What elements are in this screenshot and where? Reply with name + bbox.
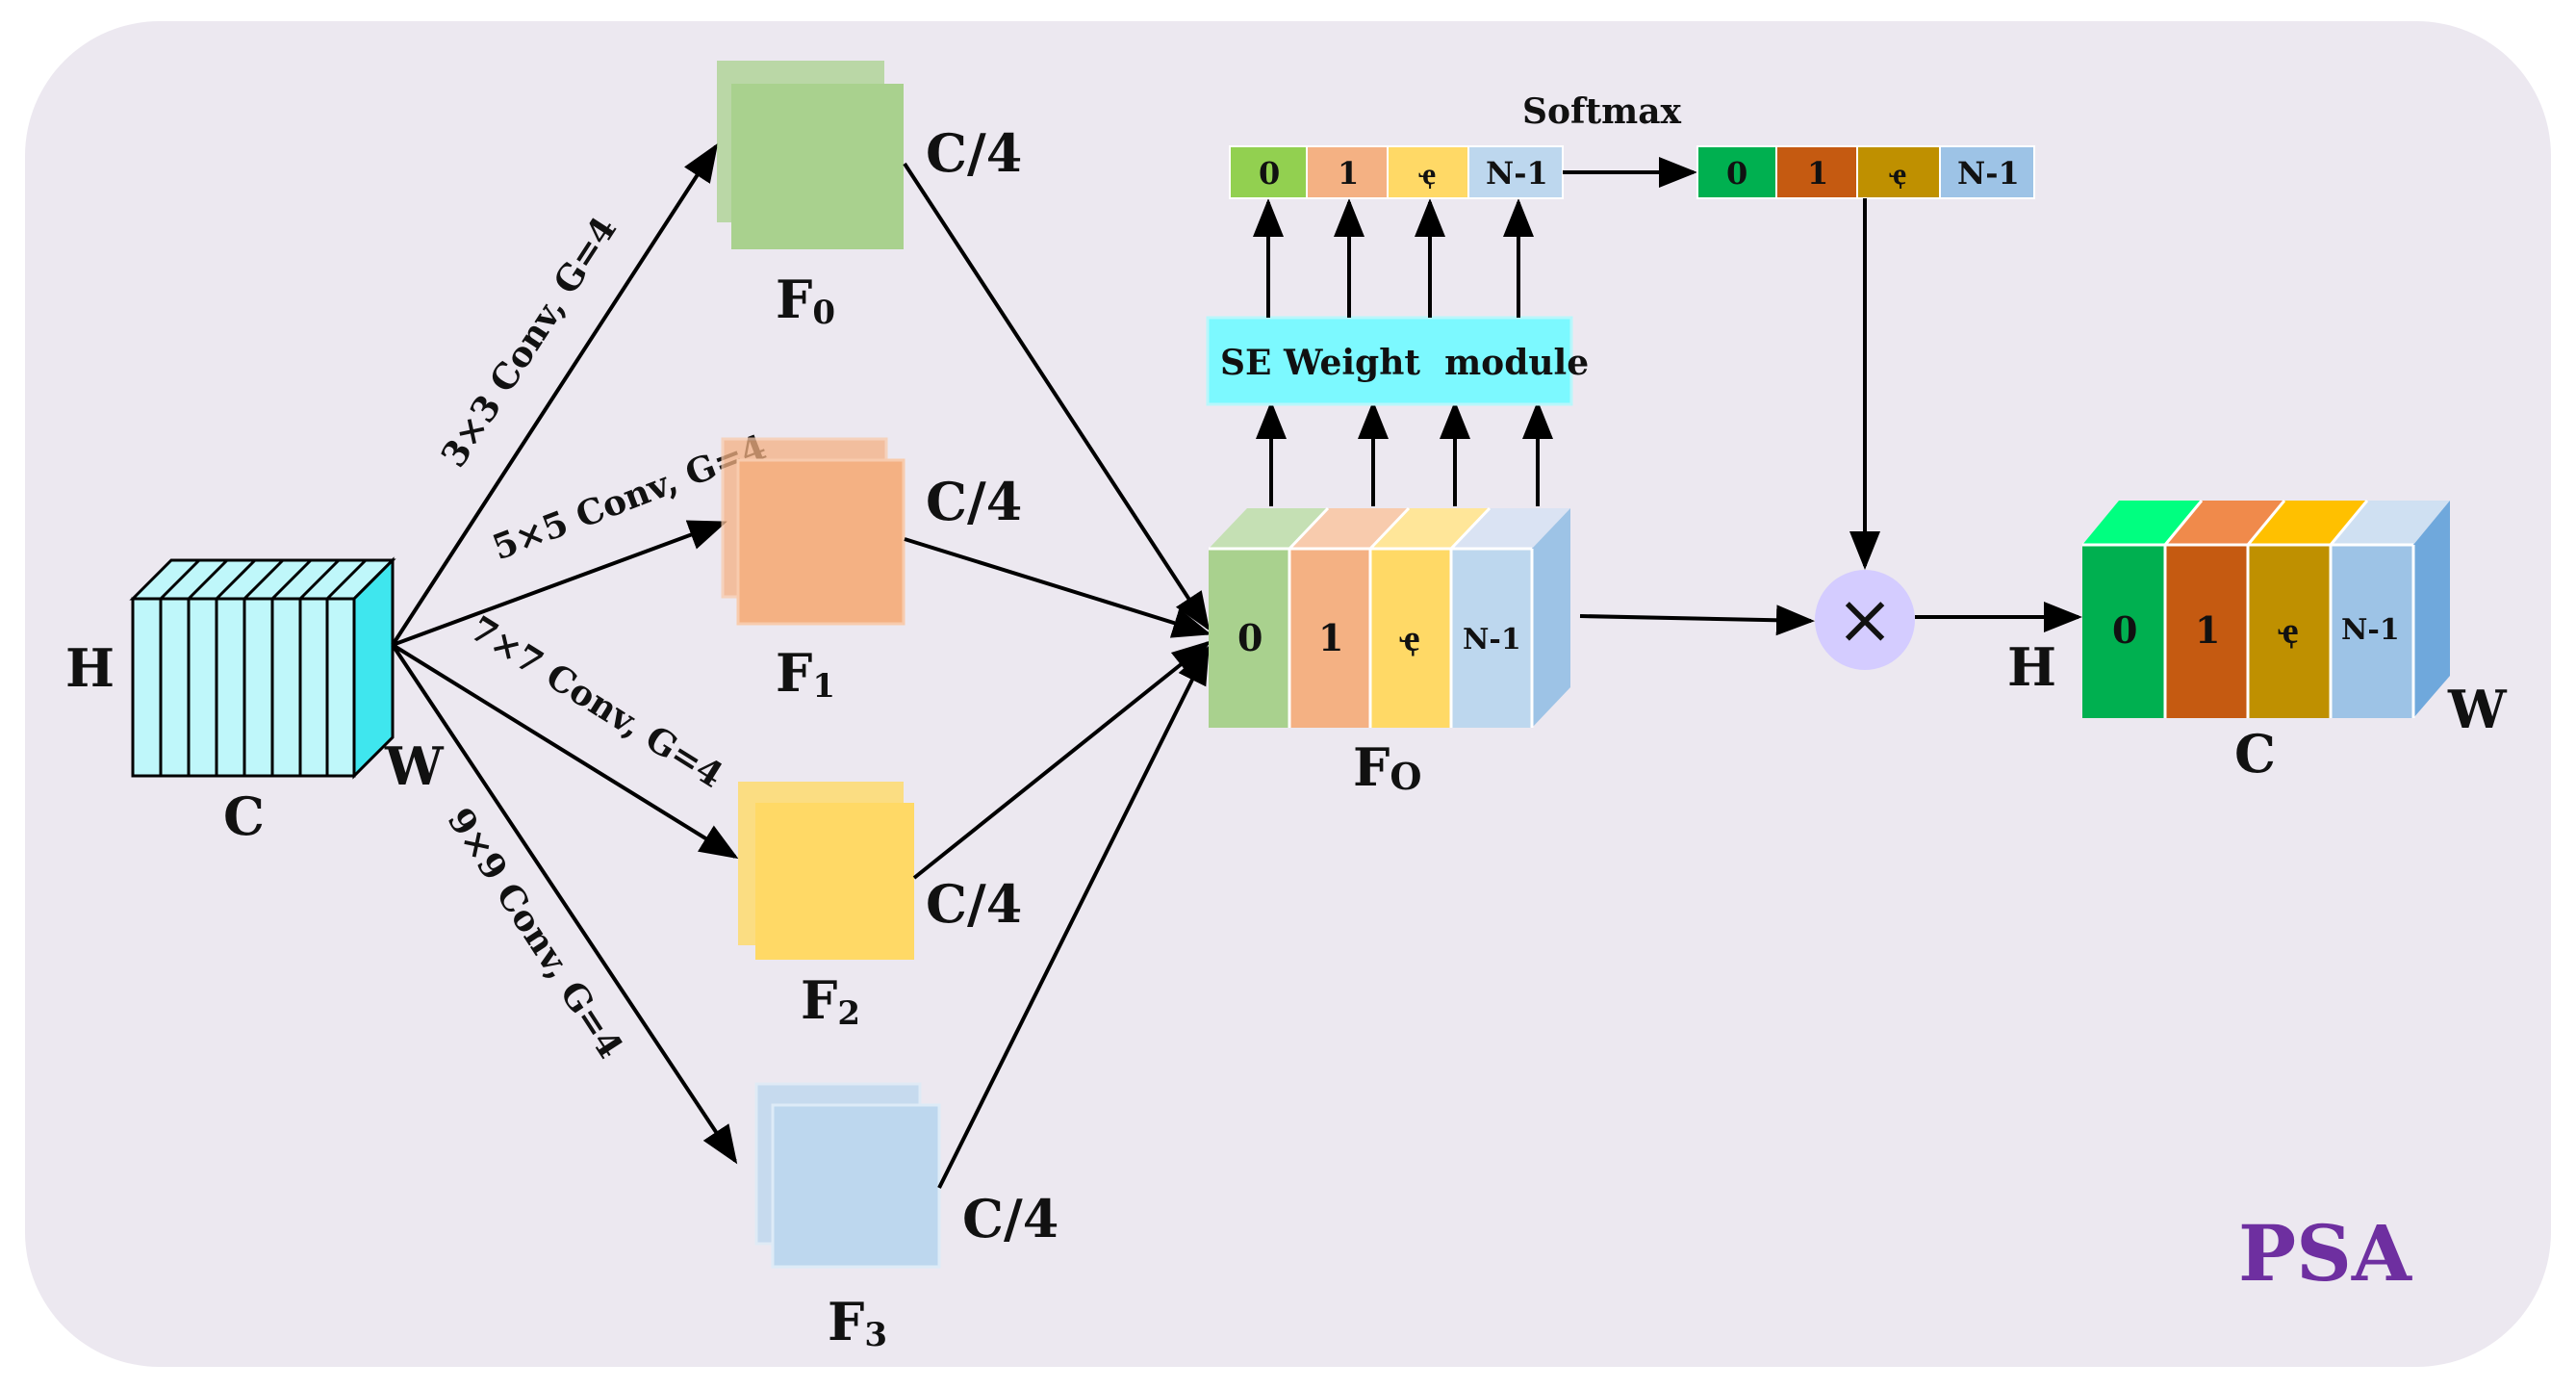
multiply-symbol: ×: [1836, 579, 1894, 659]
output-cell-n1: N-1: [2341, 613, 2400, 647]
fo-to-se-arrows: [1256, 400, 1553, 506]
fo-to-multiply-arrow: [1579, 605, 1815, 636]
input-c-label: C: [223, 785, 265, 847]
softmax-label: Softmax: [1522, 91, 1682, 132]
softmax-cell-1: 1: [1807, 155, 1828, 192]
concat-tensor: [1209, 506, 1570, 728]
output-h-label: H: [2007, 636, 2056, 698]
concat-cell-e: ҿ: [1399, 616, 1419, 659]
feature-map-f3: [754, 1082, 941, 1269]
output-cell-1: 1: [2195, 608, 2220, 652]
output-tensor: [2082, 500, 2450, 718]
weight-vector: [1229, 145, 1564, 199]
f1-channels-label: C/4: [926, 471, 1022, 532]
fo-label: FO: [1353, 736, 1421, 798]
weight-cell-1: 1: [1338, 155, 1359, 192]
merge-arrows: [903, 162, 1211, 1189]
se-to-weights-arrows: [1253, 198, 1534, 318]
output-c-label: C: [2234, 723, 2276, 785]
branch-arrows: [391, 142, 739, 1165]
weight-cell-n1: N-1: [1486, 155, 1548, 192]
feature-map-f0: [717, 61, 904, 249]
f0-label: F0: [776, 269, 835, 332]
output-cell-e: ҿ: [2278, 608, 2298, 652]
softmax-vector: [1696, 145, 2035, 199]
f2-channels-label: C/4: [926, 873, 1022, 935]
se-weight-module: [1206, 316, 1573, 406]
output-cell-0: 0: [2112, 608, 2137, 652]
f1-label: F1: [776, 642, 835, 706]
softmax-cell-e: ҿ: [1889, 155, 1906, 192]
weight-cell-e: ҿ: [1418, 155, 1436, 192]
se-module-label: SE Weight module: [1220, 343, 1589, 383]
softmax-cell-0: 0: [1726, 155, 1747, 192]
f3-channels-label: C/4: [962, 1188, 1058, 1249]
feature-map-f1: [721, 437, 905, 626]
psa-title: PSA: [2238, 1208, 2412, 1299]
concat-cell-1: 1: [1318, 616, 1343, 659]
feature-map-f2: [738, 782, 914, 960]
f2-label: F2: [801, 969, 860, 1033]
input-h-label: H: [65, 637, 115, 699]
concat-cell-n1: N-1: [1463, 623, 1521, 656]
weight-cell-0: 0: [1259, 155, 1280, 192]
softmax-cell-n1: N-1: [1957, 155, 2020, 192]
input-w-label: W: [384, 735, 445, 797]
f3-label: F3: [828, 1291, 887, 1354]
concat-cell-0: 0: [1237, 616, 1262, 659]
f0-channels-label: C/4: [926, 122, 1022, 184]
multiply-node: [1815, 570, 1915, 670]
input-tensor: [129, 556, 396, 780]
output-w-label: W: [2447, 679, 2508, 740]
